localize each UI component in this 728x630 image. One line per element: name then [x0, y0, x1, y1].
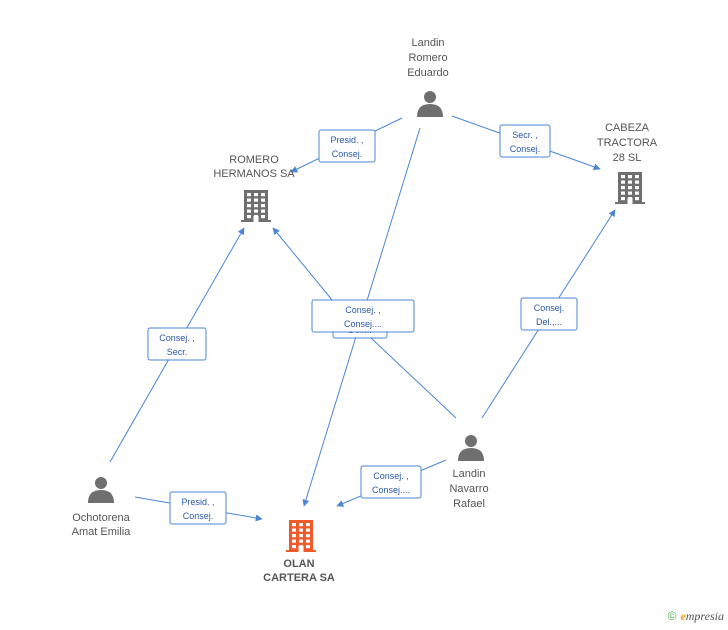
edge-label-line: Del.,... [536, 317, 562, 327]
building-icon-romero_hermanos[interactable] [241, 190, 271, 222]
node-label-olan[interactable]: OLAN CARTERA SA [263, 558, 335, 584]
edge-labels-layer: Presid. , Consej. Secr. , Consej. Consej. Del… [147, 124, 578, 525]
building-icon-olan[interactable] [286, 520, 316, 552]
edge-label-text: Presid. , Consej. [330, 135, 363, 159]
node-label-line: Landin [452, 468, 485, 480]
node-label-line: Eduardo [407, 67, 449, 79]
node-label-line: TRACTORA [597, 137, 658, 149]
person-icon-landin_navarro[interactable] [458, 435, 484, 461]
edge-label-text: Consej. , Consej.... [372, 471, 410, 495]
edge-label-line: Secr. [167, 347, 188, 357]
edge-label-line: Presid. , [330, 135, 363, 145]
node-label-cabeza_tractora[interactable]: CABEZA TRACTORA 28 SL [597, 122, 658, 164]
building-icon-cabeza_tractora[interactable] [615, 172, 645, 204]
node-label-line: OLAN [283, 558, 314, 570]
edge-label-e4[interactable]: Consej. , Secr. [147, 327, 207, 361]
person-icon-landin_romero[interactable] [417, 91, 443, 117]
node-label-line: HERMANOS SA [213, 168, 295, 180]
edge-label-e2[interactable]: Secr. , Consej. [499, 124, 551, 158]
edge-label-line: Consej.... [372, 485, 410, 495]
edge-label-line: Consej. [332, 149, 363, 159]
edge-label-e7[interactable]: Consej. , Consej.... [360, 465, 422, 499]
edge-label-line: Presid. , [181, 497, 214, 507]
edge-label-text: Consej. , Secr. [159, 333, 195, 357]
edge-label-line: Consej. , [159, 333, 195, 343]
node-label-line: CABEZA [605, 122, 650, 134]
node-label-line: CARTERA SA [263, 572, 335, 584]
edge-label-text: Consej. Del.,... [534, 303, 565, 327]
footer-credit: ©empresia [668, 609, 724, 624]
node-label-line: Amat Emilia [72, 526, 132, 538]
node-label-line: Ochotorena [72, 512, 130, 524]
edge-label-line: Consej. , [373, 471, 409, 481]
edge-label-e6[interactable]: Consej. Del.,... [520, 297, 578, 331]
edge-label-e8[interactable]: Presid. , Consej. [169, 491, 227, 525]
node-label-line: 28 SL [613, 152, 642, 164]
node-label-line: Romero [408, 52, 447, 64]
node-label-line: Landin [411, 37, 444, 49]
edge-label-line: Secr. , [512, 130, 538, 140]
node-label-romero_hermanos[interactable]: ROMERO HERMANOS SA [213, 154, 295, 180]
node-label-line: ROMERO [229, 154, 279, 166]
edge-label-line: Consej. , [345, 305, 381, 315]
edge-label-line: Consej. [510, 144, 541, 154]
edge-label-e5[interactable]: Consej. , Consej.... [311, 299, 415, 333]
edge-label-line: Consej.... [344, 319, 382, 329]
edge-label-text: Presid. , Consej. [181, 497, 214, 521]
edge-label-text: Consej. , Consej.... [344, 305, 382, 329]
edge-label-line: Consej. [183, 511, 214, 521]
edge-label-e1[interactable]: Presid. , Consej. [318, 129, 376, 163]
edge-label-line: Consej. [534, 303, 565, 313]
brand-logo[interactable]: empresia [680, 609, 724, 623]
copyright-symbol: © [667, 609, 677, 623]
person-icon-ochotorena[interactable] [88, 477, 114, 503]
node-label-line: Navarro [449, 483, 488, 495]
node-label-line: Rafael [453, 498, 485, 510]
edge-label-text: Secr. , Consej. [510, 130, 541, 154]
